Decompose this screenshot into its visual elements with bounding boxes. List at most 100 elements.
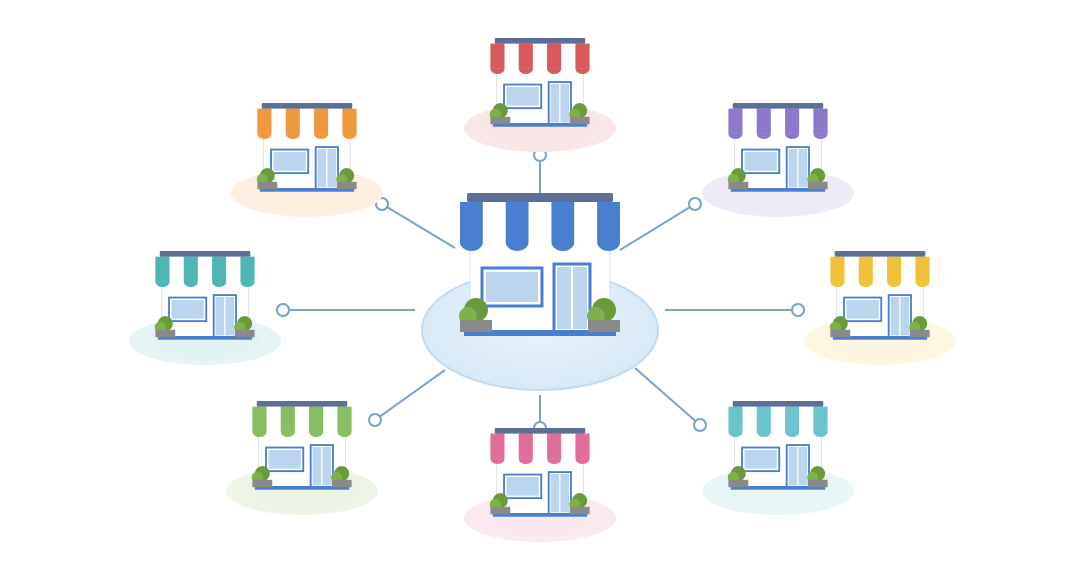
branch-store-lower-left	[226, 401, 378, 515]
door-glass-left	[550, 473, 560, 513]
awning-scallop	[212, 281, 227, 288]
awning-scallop	[799, 133, 814, 140]
connector-node-upper-left	[375, 197, 389, 211]
awning-scallop	[756, 133, 771, 140]
awning-scallop	[561, 458, 576, 465]
branch-store-bottom	[464, 428, 616, 542]
awning-scallop	[169, 281, 184, 288]
awning-scallop	[858, 281, 873, 288]
awning-scallop	[266, 431, 281, 438]
awning-stripe	[271, 108, 286, 134]
door-glass-right	[560, 473, 570, 513]
connectors	[276, 148, 805, 435]
store-base	[254, 486, 350, 490]
planter	[155, 329, 176, 338]
awning-scallop	[323, 431, 338, 438]
awning-stripe	[482, 202, 506, 242]
awning-stripe	[785, 108, 800, 134]
door-glass-left	[890, 296, 900, 336]
awning-scallop	[575, 68, 590, 75]
awning-scallop	[280, 431, 295, 438]
planter	[830, 329, 851, 338]
branch-store-lower-right	[702, 401, 854, 515]
awning-stripe	[547, 433, 562, 459]
awning-stripe	[561, 433, 576, 459]
planter	[807, 181, 828, 190]
connector-line-lower-left	[374, 369, 446, 421]
door-glass-left	[550, 83, 560, 123]
planter	[728, 181, 749, 190]
awning-stripe	[756, 108, 771, 134]
store-roof	[732, 103, 824, 109]
awning-stripe	[799, 108, 814, 134]
connector-node-right	[791, 303, 805, 317]
awning-scallop	[813, 431, 828, 438]
awning-scallop	[532, 458, 548, 465]
planter	[490, 116, 511, 125]
store-base	[730, 486, 826, 490]
awning-scallop	[742, 431, 757, 438]
door-glass-right	[327, 148, 337, 188]
store-base	[157, 336, 253, 340]
awning-stripe	[252, 406, 267, 432]
door-glass-left	[312, 446, 322, 486]
store-roof	[494, 38, 586, 44]
connector-node-left	[276, 303, 290, 317]
awning-scallop	[551, 242, 575, 251]
awning-stripe	[342, 108, 357, 134]
awning-stripe	[528, 202, 552, 242]
branch-store-top	[464, 38, 616, 152]
planter	[234, 329, 255, 338]
awning-stripe	[328, 108, 343, 134]
window-glass	[171, 300, 204, 319]
awning-stripe	[323, 406, 338, 432]
awning-scallop	[518, 68, 533, 75]
awning-scallop	[342, 133, 357, 140]
store-base	[832, 336, 928, 340]
awning-stripe	[490, 43, 505, 69]
awning-scallop	[504, 68, 519, 75]
awning-stripe	[266, 406, 281, 432]
awning-stripe	[574, 202, 598, 242]
awning-scallop	[285, 133, 300, 140]
planter	[588, 320, 620, 332]
awning-scallop	[226, 281, 241, 288]
awning-scallop	[901, 281, 916, 288]
door-glass-right	[798, 148, 808, 188]
store-roof	[261, 103, 353, 109]
awning-scallop	[240, 281, 255, 288]
awning-scallop	[728, 133, 743, 140]
awning-scallop	[252, 431, 267, 438]
awning-scallop	[813, 133, 828, 140]
planter	[257, 181, 278, 190]
awning-scallop	[915, 281, 930, 288]
planter	[252, 479, 273, 488]
planter	[909, 329, 930, 338]
awning-scallop	[309, 431, 324, 438]
store-roof	[159, 251, 251, 257]
awning-scallop	[490, 458, 505, 465]
awning-stripe	[575, 43, 590, 69]
window-glass	[486, 272, 538, 302]
awning-stripe	[309, 406, 324, 432]
store-base	[464, 330, 616, 336]
connector-node-lower-left	[368, 413, 382, 427]
door-glass-right	[560, 83, 570, 123]
awning-stripe	[785, 406, 800, 432]
awning-stripe	[872, 256, 888, 282]
awning-stripe	[830, 256, 845, 282]
awning-stripe	[226, 256, 241, 282]
door-glass-right	[225, 296, 235, 336]
awning-stripe	[742, 108, 757, 134]
awning-stripe	[844, 256, 859, 282]
awning-stripe	[299, 108, 315, 134]
hub-store	[421, 193, 659, 391]
awning-stripe	[280, 406, 295, 432]
awning-scallop	[271, 133, 286, 140]
awning-stripe	[575, 433, 590, 459]
awning-stripe	[257, 108, 272, 134]
connector-node-upper-right	[688, 197, 702, 211]
awning-scallop	[575, 458, 590, 465]
store-building	[723, 401, 833, 512]
awning-scallop	[561, 68, 576, 75]
